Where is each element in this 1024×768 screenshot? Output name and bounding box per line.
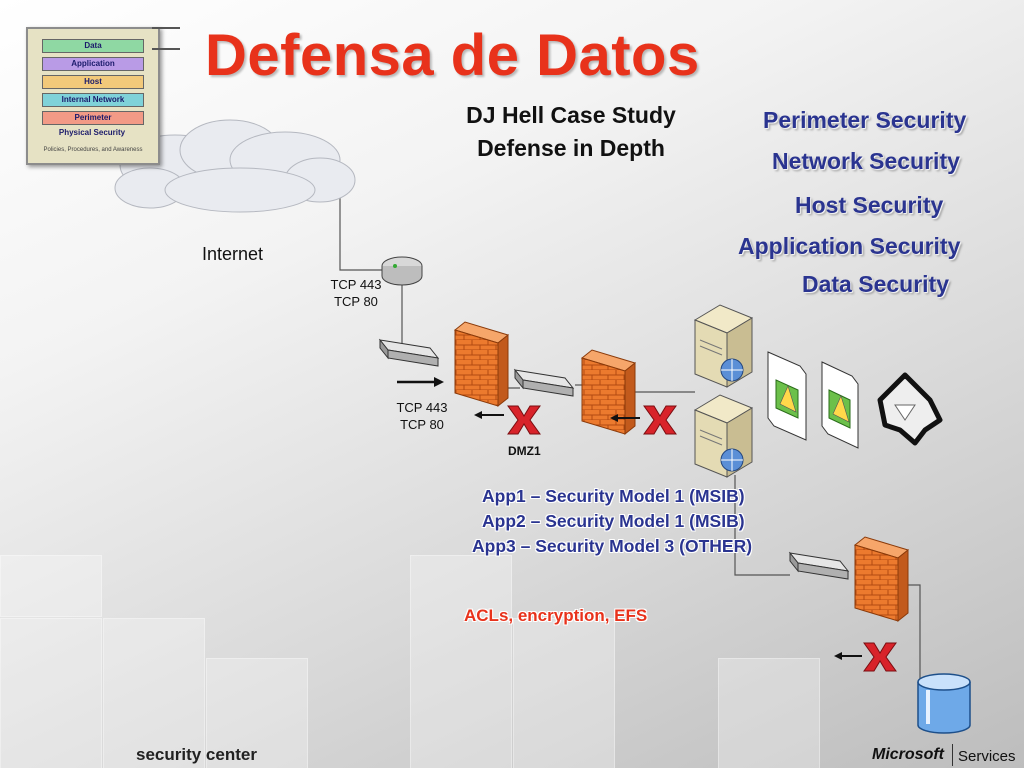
subtitle-line: Defense in Depth [477, 135, 665, 161]
divider [152, 48, 180, 50]
background-block [0, 555, 102, 617]
microsoft-logo: Microsoft [872, 746, 944, 763]
switch-icon [513, 368, 575, 397]
layer-item: Network Security [772, 148, 960, 174]
router-icon [381, 256, 423, 286]
layer-stack-diagram: Data Application Host Internal Network P… [26, 27, 160, 165]
arrow-icon [834, 652, 862, 660]
app-line: App2 – Security Model 1 (MSIB) [482, 511, 745, 531]
arrow-icon [474, 411, 504, 419]
subtitle-line: DJ Hell Case Study [466, 102, 676, 128]
firewall-icon [853, 536, 910, 623]
background-block [513, 618, 615, 768]
firewall-icon [453, 321, 510, 408]
arrow-icon [397, 377, 444, 387]
stack-layer: Host [42, 75, 144, 89]
footer-logo-text: security center [136, 745, 257, 764]
layer-item: Host Security [795, 192, 944, 218]
database-icon [917, 673, 971, 734]
block-x-icon [507, 405, 541, 435]
stack-layer: Physical Security [58, 128, 126, 137]
slide-title: Defensa de Datos [205, 23, 700, 88]
internet-cloud [114, 119, 356, 213]
stack-layer: Perimeter [42, 111, 144, 125]
layer-item: Perimeter Security [763, 107, 967, 133]
stack-layer: Application [42, 57, 144, 71]
layer-item: Data Security [802, 271, 950, 297]
layer-item: Application Security [738, 233, 961, 259]
document-icon [767, 351, 807, 441]
switch-icon [788, 551, 850, 580]
dmz-label: DMZ1 [508, 444, 541, 458]
app-line: App3 – Security Model 3 (OTHER) [472, 536, 753, 556]
footer-services: Services [958, 748, 1016, 765]
stack-layer: Data [42, 39, 144, 53]
app-line: App1 – Security Model 1 (MSIB) [482, 486, 745, 506]
stack-layer: Internal Network [42, 93, 144, 107]
document-icon [821, 361, 859, 449]
internet-label: Internet [202, 244, 264, 264]
port-label: TCP 443 TCP 80 [392, 399, 452, 433]
block-x-icon [863, 642, 897, 672]
background-block [0, 618, 102, 768]
background-block [103, 618, 205, 768]
port-line: TCP 80 [334, 294, 378, 309]
stack-footer: Policies, Procedures, and Awareness [43, 147, 143, 153]
block-x-icon [643, 405, 677, 435]
port-line: TCP 80 [400, 417, 444, 432]
background-block [206, 658, 308, 768]
footer-separator [952, 744, 953, 766]
arrow-icon [610, 414, 640, 422]
port-line: TCP 443 [396, 400, 448, 415]
server-icon [693, 394, 754, 478]
divider [152, 27, 180, 29]
background-block [718, 658, 820, 768]
firewall-icon [580, 349, 637, 436]
switch-icon [378, 338, 440, 367]
port-line: TCP 443 [330, 277, 382, 292]
acl-note: ACLs, encryption, EFS [464, 606, 648, 625]
puzzle-icon [877, 372, 943, 446]
server-icon [693, 304, 754, 388]
background-block [410, 555, 512, 768]
port-label: TCP 443 TCP 80 [326, 276, 386, 310]
